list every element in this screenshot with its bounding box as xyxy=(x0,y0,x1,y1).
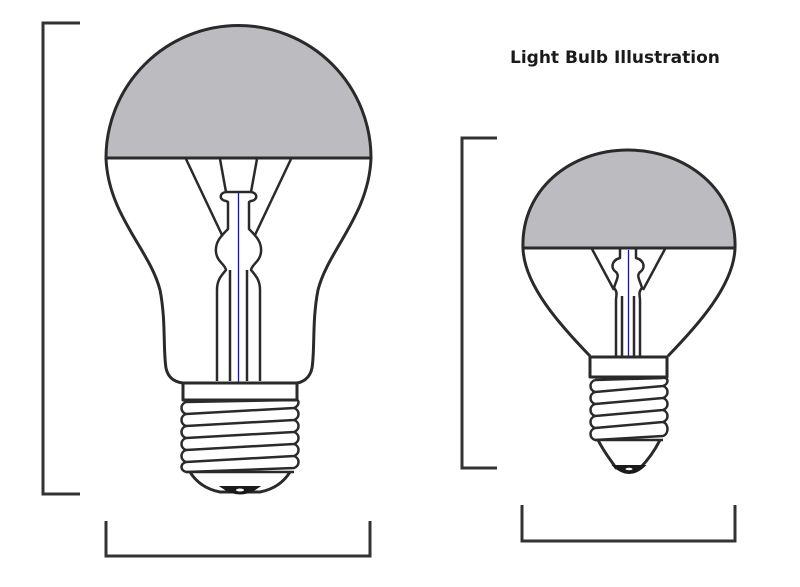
small-bulb-width-bracket xyxy=(520,505,737,543)
large-bulb-mirror-cap xyxy=(104,24,373,160)
diagram-title: Light Bulb Illustration xyxy=(510,48,720,68)
large-bulb-height-bracket xyxy=(41,21,80,496)
large-bulb xyxy=(104,24,373,495)
large-bulb-screw-threads xyxy=(180,398,300,474)
small-bulb xyxy=(521,148,737,474)
large-bulb-width-bracket xyxy=(104,521,372,558)
small-bulb-mirror-cap xyxy=(521,148,737,250)
small-bulb-screw-threads xyxy=(589,376,669,442)
small-bulb-height-bracket xyxy=(460,136,497,470)
